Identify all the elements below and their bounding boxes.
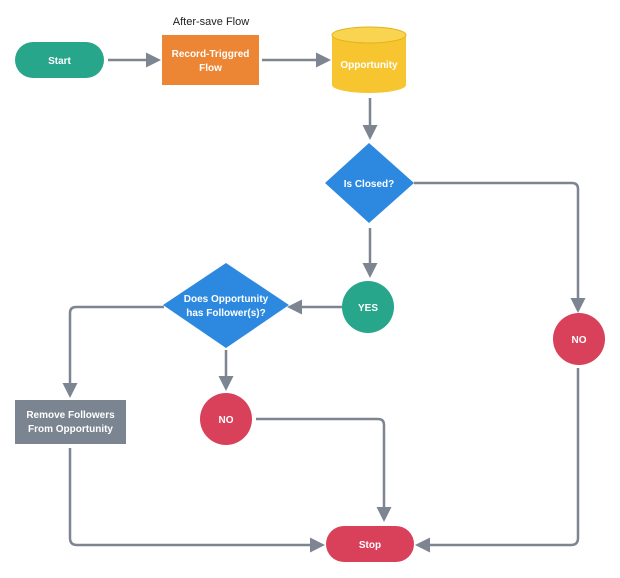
is-closed-shape xyxy=(325,143,414,223)
remove-followers-node: Remove Followers From Opportunity xyxy=(15,400,126,444)
no-right-label: NO xyxy=(572,335,587,346)
has-followers-shape xyxy=(163,263,289,348)
has-followers-label-line1: Does Opportunity xyxy=(184,294,269,305)
remove-followers-label-line2: From Opportunity xyxy=(28,424,113,435)
no-middle-node: NO xyxy=(200,393,252,445)
has-followers-decision: Does Opportunity has Follower(s)? xyxy=(163,263,289,348)
start-label: Start xyxy=(48,56,71,67)
no-middle-label: NO xyxy=(219,415,234,426)
record-triggered-shape xyxy=(162,35,259,85)
connectors xyxy=(62,52,586,553)
flow-caption: After-save Flow xyxy=(173,16,249,28)
connector-followers-to-remove xyxy=(62,305,164,398)
connector-remove-to-stop xyxy=(68,448,325,553)
yes-node: YES xyxy=(342,281,394,333)
has-followers-label-line2: has Follower(s)? xyxy=(186,308,265,319)
record-triggered-flow-node: Record-Triggred Flow xyxy=(162,35,259,85)
opportunity-database-node: Opportunity xyxy=(331,26,407,93)
connector-isclosed-to-no-right xyxy=(414,181,586,313)
connector-no-middle-to-stop xyxy=(256,417,392,522)
no-right-node: NO xyxy=(553,313,605,365)
database-body xyxy=(332,35,406,93)
record-triggered-label-line2: Flow xyxy=(199,63,222,74)
is-closed-label: Is Closed? xyxy=(344,179,395,190)
stop-node: Stop xyxy=(326,526,414,562)
remove-followers-label-line1: Remove Followers xyxy=(26,410,115,421)
start-node: Start xyxy=(15,42,104,78)
remove-followers-shape xyxy=(15,400,126,444)
opportunity-label: Opportunity xyxy=(340,60,398,71)
no-middle-shape xyxy=(200,393,252,445)
yes-label: YES xyxy=(358,303,378,314)
start-shape xyxy=(15,42,104,78)
no-right-shape xyxy=(553,313,605,365)
record-triggered-label-line1: Record-Triggred xyxy=(172,49,250,60)
yes-shape xyxy=(342,281,394,333)
database-top xyxy=(331,26,407,44)
is-closed-decision: Is Closed? xyxy=(325,143,414,223)
stop-shape xyxy=(326,526,414,562)
stop-label: Stop xyxy=(359,540,381,551)
connector-no-right-to-stop xyxy=(415,368,580,553)
